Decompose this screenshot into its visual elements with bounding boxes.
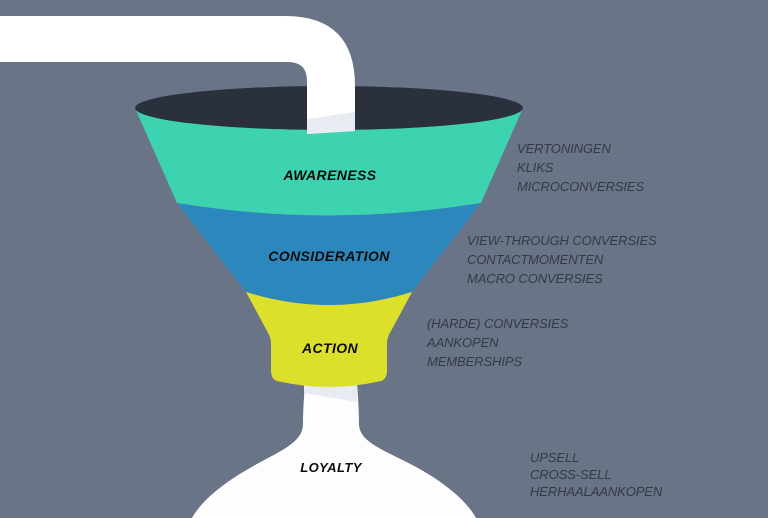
stage-band-awareness bbox=[135, 108, 523, 216]
annotation-line: CONTACTMOMENTEN bbox=[467, 252, 604, 267]
annotation-line: MEMBERSHIPS bbox=[427, 354, 522, 369]
annotation-line: CROSS-SELL bbox=[530, 467, 612, 482]
annotation-loyalty: UPSELL CROSS-SELL HERHAALAANKOPEN bbox=[530, 449, 662, 500]
pipe-tip-shade bbox=[307, 112, 355, 134]
stage-band-action bbox=[246, 292, 412, 387]
loyalty-flask-shape bbox=[192, 382, 476, 518]
annotation-line: MICROCONVERSIES bbox=[517, 179, 645, 194]
stage-label-action: ACTION bbox=[301, 340, 359, 356]
annotation-line: HERHAALAANKOPEN bbox=[530, 484, 663, 499]
annotation-line: VIEW-THROUGH CONVERSIES bbox=[467, 233, 657, 248]
annotation-line: MACRO CONVERSIES bbox=[467, 271, 603, 286]
flask-neck-shade bbox=[304, 385, 357, 402]
annotation-action: (HARDE) CONVERSIES AANKOPEN MEMBERSHIPS bbox=[427, 314, 568, 371]
stage-band-consideration bbox=[177, 203, 481, 305]
annotation-line: KLIKS bbox=[517, 160, 554, 175]
annotation-consideration: VIEW-THROUGH CONVERSIES CONTACTMOMENTEN … bbox=[467, 231, 657, 288]
annotation-line: UPSELL bbox=[530, 450, 580, 465]
stage-label-loyalty: LOYALTY bbox=[300, 460, 362, 475]
annotation-line: VERTONINGEN bbox=[517, 141, 611, 156]
annotation-line: (HARDE) CONVERSIES bbox=[427, 316, 569, 331]
stage-label-consideration: CONSIDERATION bbox=[268, 248, 390, 264]
annotation-line: AANKOPEN bbox=[427, 335, 499, 350]
stage-label-awareness: AWARENESS bbox=[283, 167, 377, 183]
inflow-pipe bbox=[0, 16, 355, 134]
annotation-awareness: VERTONINGEN KLIKS MICROCONVERSIES bbox=[517, 139, 644, 196]
